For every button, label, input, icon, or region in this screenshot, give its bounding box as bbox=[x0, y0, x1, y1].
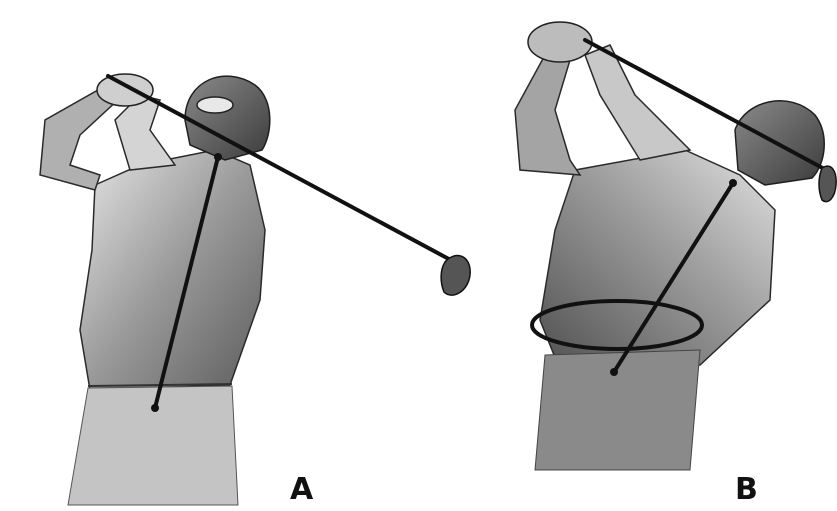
golfer-a-torso bbox=[80, 150, 265, 390]
golfer-a-trousers bbox=[68, 386, 238, 505]
panel-label-a: A bbox=[290, 472, 313, 507]
golfer-a-club-head bbox=[441, 256, 470, 296]
golfer-a-cap-brim bbox=[197, 97, 233, 113]
golfer-a bbox=[40, 74, 470, 505]
golfer-b-torso bbox=[540, 150, 775, 370]
golfer-b-spine-bottom-dot bbox=[610, 368, 618, 376]
golfer-a-hands bbox=[97, 74, 153, 106]
panel-label-b: B bbox=[735, 472, 758, 507]
golfer-a-head bbox=[185, 76, 270, 160]
golfer-a-spine-top-dot bbox=[214, 153, 222, 161]
golfer-b-club-head bbox=[819, 166, 836, 201]
golfer-b-spine-top-dot bbox=[729, 179, 737, 187]
golfer-a-spine-bottom-dot bbox=[151, 404, 159, 412]
golfer-b-right-arm bbox=[585, 45, 690, 160]
golfer-b-hands bbox=[528, 22, 592, 62]
golfer-a-left-arm bbox=[40, 90, 120, 190]
golfer-b-left-arm bbox=[515, 55, 580, 175]
golfer-b bbox=[515, 22, 836, 470]
